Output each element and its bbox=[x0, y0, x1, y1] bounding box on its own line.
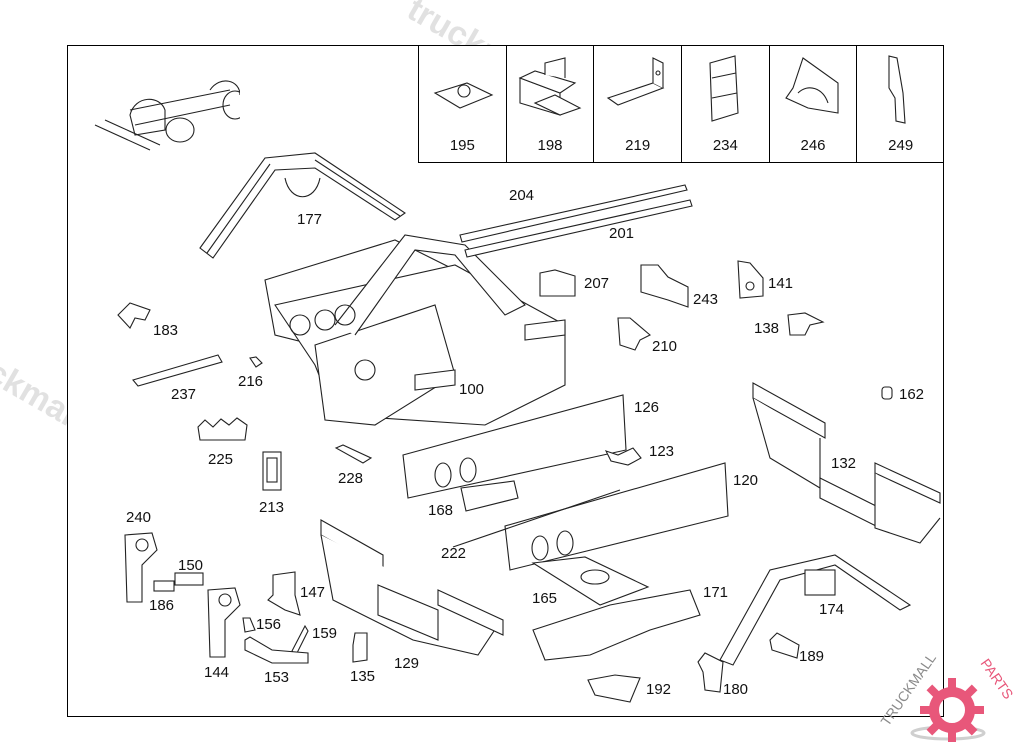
thumb-part-234[interactable]: 234 bbox=[682, 45, 770, 162]
gusset-bracket-icon bbox=[785, 57, 839, 114]
part-216-clip[interactable] bbox=[248, 355, 264, 369]
callout-201[interactable]: 201 bbox=[609, 225, 635, 242]
part-number: 195 bbox=[449, 137, 475, 154]
part-147-bracket[interactable] bbox=[265, 570, 305, 620]
part-192-plate[interactable] bbox=[585, 670, 645, 705]
part-138-bracket[interactable] bbox=[785, 310, 827, 340]
callout-144[interactable]: 144 bbox=[204, 664, 230, 681]
part-207-bracket[interactable] bbox=[535, 268, 580, 300]
part-number: 198 bbox=[537, 137, 563, 154]
thumb-part-219[interactable]: 219 bbox=[594, 45, 683, 162]
callout-207[interactable]: 207 bbox=[584, 275, 610, 292]
part-162-plug[interactable] bbox=[880, 385, 894, 401]
part-210-bracket[interactable] bbox=[615, 315, 655, 355]
channel-bracket-icon bbox=[709, 55, 739, 122]
callout-123[interactable]: 123 bbox=[649, 443, 675, 460]
part-129-crossmember[interactable] bbox=[318, 515, 508, 665]
callout-180[interactable]: 180 bbox=[723, 681, 749, 698]
callout-168[interactable]: 168 bbox=[428, 502, 454, 519]
double-slotted-bracket-icon bbox=[518, 57, 582, 116]
callout-189[interactable]: 189 bbox=[799, 648, 825, 665]
callout-213[interactable]: 213 bbox=[259, 499, 285, 516]
callout-120[interactable]: 120 bbox=[733, 472, 759, 489]
callout-150[interactable]: 150 bbox=[178, 557, 204, 574]
part-240-bracket[interactable] bbox=[122, 530, 162, 605]
part-213-frame-plate[interactable] bbox=[261, 450, 283, 492]
part-180-bracket[interactable] bbox=[695, 650, 725, 695]
callout-147[interactable]: 147 bbox=[300, 584, 326, 601]
callout-222[interactable]: 222 bbox=[441, 545, 467, 562]
callout-135[interactable]: 135 bbox=[350, 668, 376, 685]
part-204-201-frame-strips[interactable] bbox=[455, 180, 695, 260]
part-126-crossmember[interactable] bbox=[398, 390, 630, 500]
part-168-plate[interactable] bbox=[456, 478, 521, 514]
part-141-bracket[interactable] bbox=[735, 258, 767, 303]
part-123-clamp[interactable] bbox=[603, 443, 643, 468]
part-243-bracket[interactable] bbox=[638, 262, 693, 310]
callout-192[interactable]: 192 bbox=[646, 681, 672, 698]
thumb-part-195[interactable]: 195 bbox=[419, 45, 507, 162]
part-144-bracket[interactable] bbox=[205, 585, 245, 660]
callout-171[interactable]: 171 bbox=[703, 584, 729, 601]
gear-icon: TRUCKMALL PARTS bbox=[877, 650, 1017, 742]
callout-159[interactable]: 159 bbox=[312, 625, 338, 642]
part-177-arch-crossmember[interactable] bbox=[195, 148, 415, 268]
callout-225[interactable]: 225 bbox=[208, 451, 234, 468]
callout-165[interactable]: 165 bbox=[532, 590, 558, 607]
callout-129[interactable]: 129 bbox=[394, 655, 420, 672]
callout-141[interactable]: 141 bbox=[768, 275, 794, 292]
thumb-part-249[interactable]: 249 bbox=[857, 45, 944, 162]
truckmall-parts-logo: TRUCKMALL PARTS bbox=[877, 650, 1024, 750]
vehicle-overview-illustration bbox=[94, 80, 240, 151]
angle-bracket-icon bbox=[606, 57, 665, 106]
part-number: 246 bbox=[800, 137, 826, 154]
part-174-arch-crossmember[interactable] bbox=[715, 550, 915, 670]
callout-228[interactable]: 228 bbox=[338, 470, 364, 487]
callout-126[interactable]: 126 bbox=[634, 399, 660, 416]
callout-237[interactable]: 237 bbox=[171, 386, 197, 403]
callout-216[interactable]: 216 bbox=[238, 373, 264, 390]
callout-132[interactable]: 132 bbox=[831, 455, 857, 472]
part-165-plate[interactable] bbox=[530, 555, 650, 610]
part-120-crossmember[interactable] bbox=[500, 458, 730, 573]
part-156-clip[interactable] bbox=[240, 615, 258, 635]
part-171-crossmember[interactable] bbox=[530, 585, 705, 665]
plate-with-bolt-icon bbox=[433, 82, 494, 109]
part-150-tube[interactable] bbox=[172, 570, 207, 588]
callout-243[interactable]: 243 bbox=[693, 291, 719, 308]
callout-162[interactable]: 162 bbox=[899, 386, 925, 403]
part-153-bent-tube[interactable] bbox=[242, 635, 312, 670]
part-237-strip[interactable] bbox=[130, 350, 225, 390]
strap-bracket-icon bbox=[888, 55, 906, 124]
callout-183[interactable]: 183 bbox=[153, 322, 179, 339]
related-parts-strip: 195 198 219 234 246 249 bbox=[418, 45, 944, 163]
part-183-bracket[interactable] bbox=[115, 300, 153, 332]
thumb-part-198[interactable]: 198 bbox=[507, 45, 595, 162]
callout-138[interactable]: 138 bbox=[754, 320, 780, 337]
callout-240[interactable]: 240 bbox=[126, 509, 152, 526]
part-135-bracket[interactable] bbox=[350, 630, 370, 665]
callout-156[interactable]: 156 bbox=[256, 616, 282, 633]
part-222-rod[interactable] bbox=[450, 485, 625, 555]
part-189-bracket[interactable] bbox=[767, 630, 802, 660]
callout-174[interactable]: 174 bbox=[819, 601, 845, 618]
part-number: 219 bbox=[625, 137, 651, 154]
part-186-plate[interactable] bbox=[152, 578, 176, 594]
part-228-plate[interactable] bbox=[333, 443, 373, 465]
thumb-part-246[interactable]: 246 bbox=[770, 45, 858, 162]
callout-204[interactable]: 204 bbox=[509, 187, 535, 204]
callout-153[interactable]: 153 bbox=[264, 669, 290, 686]
logo-text-right: PARTS bbox=[978, 656, 1017, 702]
part-132-rear-crossmember[interactable] bbox=[750, 378, 945, 548]
callout-210[interactable]: 210 bbox=[652, 338, 678, 355]
part-100-front-frame-assembly[interactable] bbox=[255, 225, 585, 435]
callout-186[interactable]: 186 bbox=[149, 597, 175, 614]
part-number: 249 bbox=[888, 137, 914, 154]
callout-177[interactable]: 177 bbox=[297, 211, 323, 228]
part-number: 234 bbox=[712, 137, 738, 154]
callout-100[interactable]: 100 bbox=[459, 381, 485, 398]
part-225-plate[interactable] bbox=[195, 415, 250, 445]
